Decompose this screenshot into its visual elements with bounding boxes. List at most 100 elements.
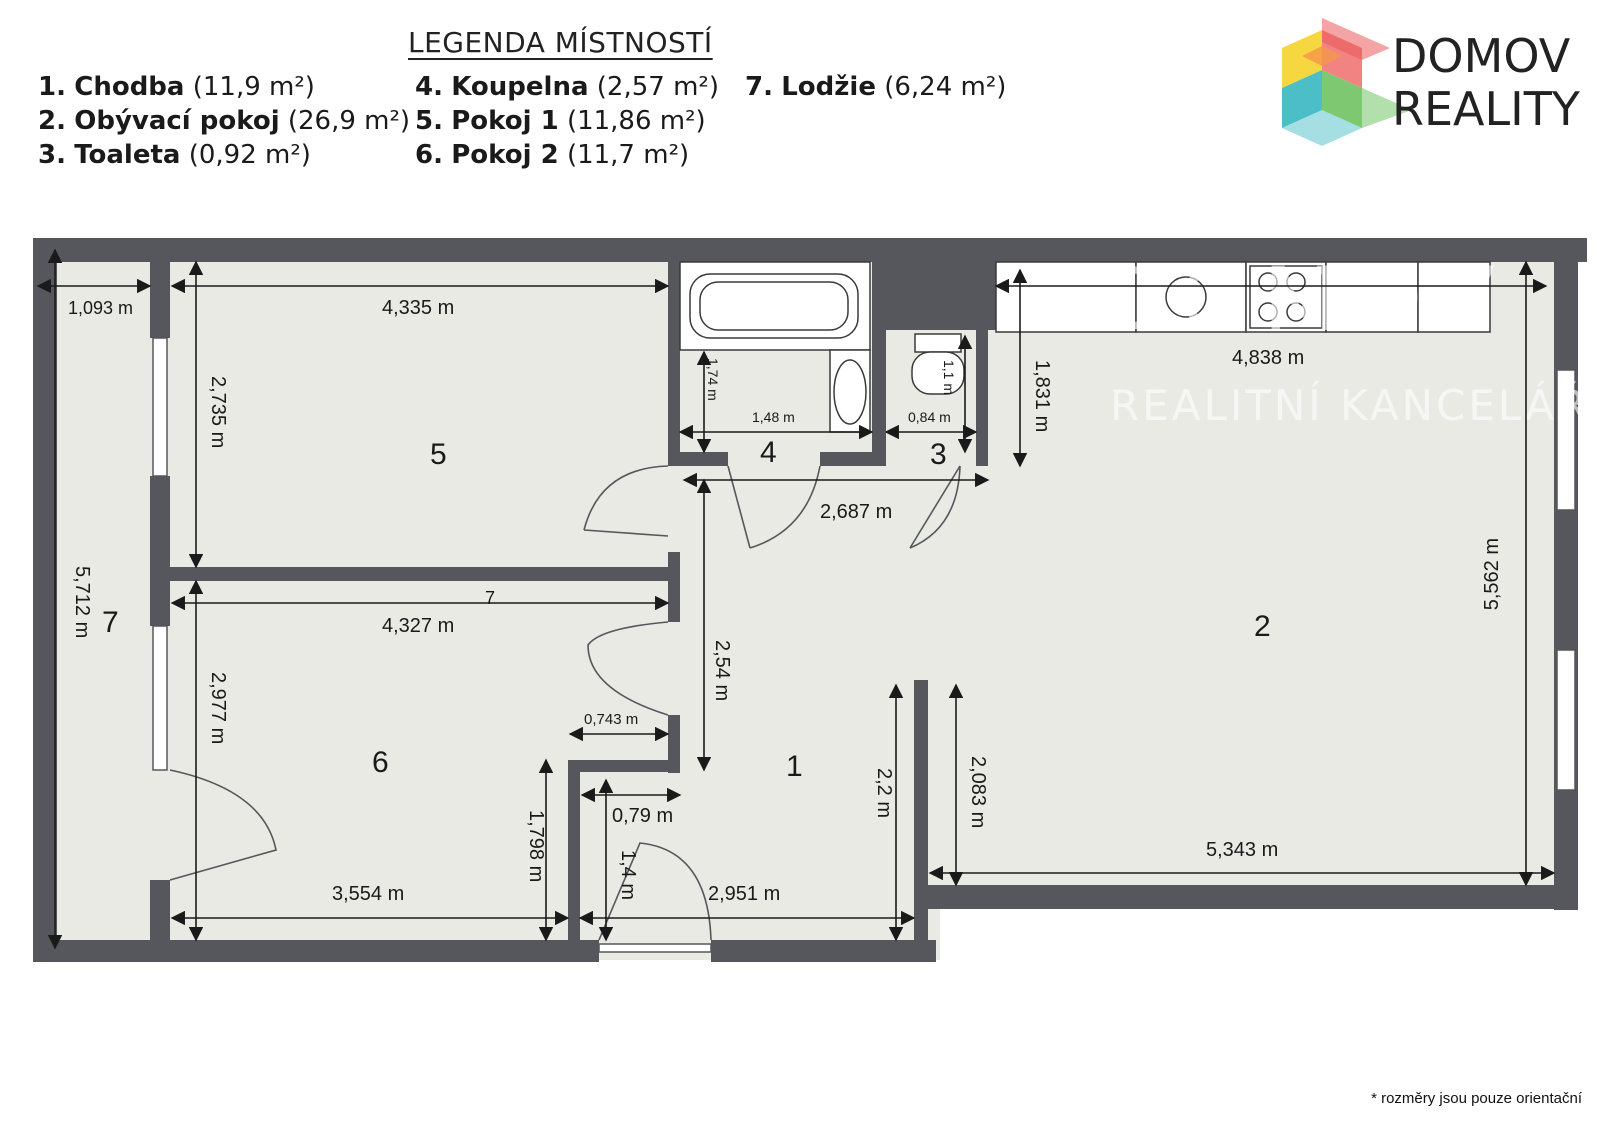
legend-room-name: Chodba bbox=[74, 72, 185, 102]
dim-label-2687: 2,687 m bbox=[820, 501, 892, 523]
legend-item-lodzie: 7. Lodžie (6,24 m²) bbox=[745, 72, 1006, 102]
kitchen-cabinet bbox=[1417, 261, 1491, 333]
logo-text-line2: REALITY bbox=[1392, 82, 1581, 136]
domov-reality-logo: DOMOV REALITY bbox=[1282, 18, 1581, 146]
legend-room-number: 1. bbox=[38, 72, 66, 102]
room-number-6: 6 bbox=[372, 746, 389, 779]
window-living-lower bbox=[1556, 649, 1576, 791]
dim-label-14: 1,4 m bbox=[617, 850, 639, 900]
legend-room-name: Pokoj 2 bbox=[451, 140, 559, 170]
legend-room-area: (2,57 m²) bbox=[596, 72, 719, 102]
logo-cube-face bbox=[1282, 70, 1322, 128]
legend-room-name: Toaleta bbox=[74, 140, 181, 170]
dimension-labels: 1,093 m 5,712 m 4,335 m 2,735 m 1,74 m 1… bbox=[68, 297, 1503, 905]
legend-room-area: (6,24 m²) bbox=[884, 72, 1007, 102]
floor-step bbox=[930, 880, 940, 960]
wall-bath-bottom-right bbox=[820, 452, 886, 466]
wall-wc-right bbox=[976, 330, 988, 466]
wall-left bbox=[33, 238, 57, 962]
dim-label-3554: 3,554 m bbox=[332, 883, 404, 905]
dim-label-2951: 2,951 m bbox=[708, 883, 780, 905]
wall-loggia-bottom bbox=[150, 880, 170, 960]
legend-room-area: (26,9 m²) bbox=[287, 106, 411, 136]
dim-label-2735: 2,735 m bbox=[207, 376, 229, 448]
toilet-tank bbox=[914, 333, 962, 353]
legend-room-area: (0,92 m²) bbox=[188, 140, 311, 170]
legend-room-area: (11,9 m²) bbox=[192, 72, 315, 102]
dimension-lines bbox=[36, 248, 1556, 950]
legend-item-pokoj-2: 6. Pokoj 2 (11,7 m²) bbox=[415, 140, 689, 170]
windows bbox=[152, 337, 1576, 953]
wall-bath-left bbox=[668, 258, 680, 466]
logo-cube-face bbox=[1282, 110, 1362, 146]
legend-room-name: Koupelna bbox=[451, 72, 589, 102]
entrance-opening bbox=[598, 943, 712, 953]
legend-item-chodba: 1. Chodba (11,9 m²) bbox=[38, 72, 315, 102]
legend-room-area: (11,7 m²) bbox=[566, 140, 690, 170]
wall-room6-right bbox=[568, 760, 580, 962]
legend-room-number: 3. bbox=[38, 140, 66, 170]
watermark-line2: REALITNÍ KANCELÁŘ bbox=[1110, 380, 1589, 430]
burner-icon bbox=[1286, 302, 1306, 322]
window-living-upper bbox=[1556, 369, 1576, 511]
dim-label-1831: 1,831 m bbox=[1031, 360, 1053, 432]
legend-room-name: Pokoj 1 bbox=[451, 106, 559, 136]
burner-icon bbox=[1258, 302, 1278, 322]
legend-item-koupelna: 4. Koupelna (2,57 m²) bbox=[415, 72, 719, 102]
door-room5-leaf bbox=[583, 529, 669, 537]
logo-cube-face bbox=[1302, 46, 1342, 66]
dim-label-084: 0,84 m bbox=[908, 409, 951, 425]
wall-bottom-mid bbox=[711, 940, 936, 962]
wall-room6-notch bbox=[568, 760, 680, 772]
window-room5 bbox=[152, 337, 168, 477]
logo-text-line1: DOMOV bbox=[1392, 29, 1571, 83]
wall-right bbox=[1554, 238, 1578, 910]
dim-label-5343: 5,343 m bbox=[1206, 839, 1278, 861]
room-number-3: 3 bbox=[930, 438, 947, 471]
dim-label-2083: 2,083 m bbox=[967, 756, 989, 828]
wall-loggia-mid bbox=[150, 476, 170, 626]
wall-top bbox=[33, 238, 1587, 262]
logo-cube-face bbox=[1322, 70, 1362, 128]
legend-room-area: (11,86 m²) bbox=[566, 106, 706, 136]
dim-label-4335: 4,335 m bbox=[382, 297, 454, 319]
fixtures bbox=[679, 261, 1491, 433]
wall-bath-wc bbox=[872, 258, 886, 466]
legend-room-name: Lodžie bbox=[781, 72, 876, 102]
wall-shaft bbox=[886, 258, 996, 330]
legend-title: LEGENDA MÍSTNOSTÍ bbox=[408, 26, 713, 59]
dim-label-1093: 1,093 m bbox=[68, 298, 133, 318]
legend-item-toaleta: 3. Toaleta (0,92 m²) bbox=[38, 140, 311, 170]
wall-bottom-left bbox=[33, 940, 599, 962]
dim-label-5712: 5,712 m bbox=[71, 566, 93, 638]
legend-room-number: 2. bbox=[38, 106, 66, 136]
wall-bottom-right bbox=[924, 885, 1578, 909]
legend-room-name: Obývací pokoj bbox=[74, 106, 280, 136]
legend-item-pokoj-1: 5. Pokoj 1 (11,86 m²) bbox=[415, 106, 706, 136]
window-room6 bbox=[152, 625, 168, 771]
dim-label-5562: 5,562 m bbox=[1481, 538, 1503, 610]
room-number-5: 5 bbox=[430, 438, 447, 471]
logo-cube-face bbox=[1362, 88, 1412, 128]
bathtub-inner bbox=[699, 281, 849, 331]
wall-wc-stub bbox=[980, 452, 988, 466]
legend-item-obyvaci-pokoj: 2. Obývací pokoj (26,9 m²) bbox=[38, 106, 410, 136]
legend-room-number: 5. bbox=[415, 106, 443, 136]
dimensions-disclaimer: * rozměry jsou pouze orientační bbox=[1371, 1090, 1582, 1107]
room-numbers: 1 2 3 4 5 6 7 bbox=[102, 436, 1271, 783]
wall-room6-hall bbox=[668, 715, 680, 773]
legend-room-number: 4. bbox=[415, 72, 443, 102]
watermark: DOMOV REALITNÍ KANCELÁŘ bbox=[1098, 248, 1589, 430]
washbasin-bowl bbox=[833, 359, 867, 425]
floor-area bbox=[56, 262, 1554, 962]
dim-label-174: 1,74 m bbox=[705, 358, 721, 401]
kitchen-cabinet bbox=[1325, 261, 1419, 333]
door-room5 bbox=[583, 465, 669, 531]
wall-step bbox=[914, 680, 928, 962]
dim-label-7: 7 bbox=[485, 588, 495, 608]
dim-label-2977: 2,977 m bbox=[207, 672, 229, 744]
dim-label-0743: 0,743 m bbox=[584, 711, 638, 728]
dim-label-4838: 4,838 m bbox=[1232, 347, 1304, 369]
logo-cube-face bbox=[1322, 18, 1390, 60]
